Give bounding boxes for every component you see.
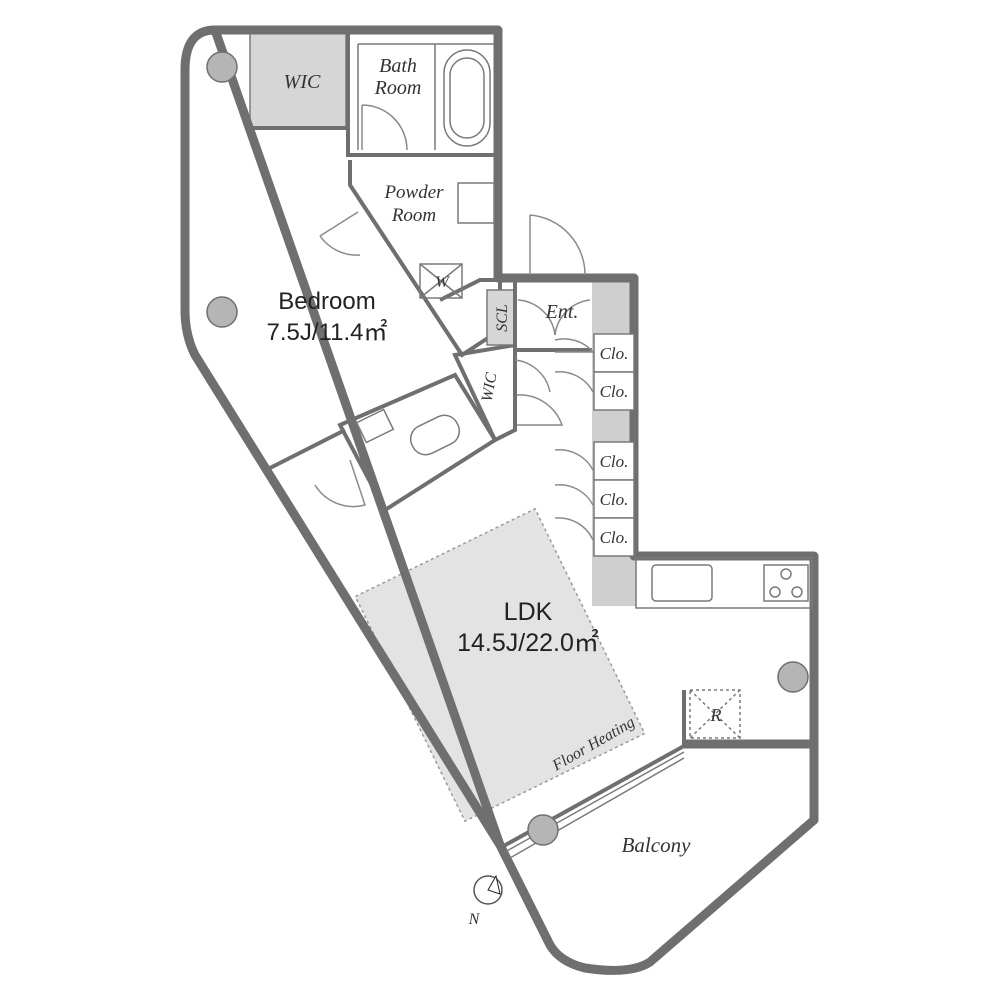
bathtub	[443, 49, 491, 147]
column-top	[206, 51, 238, 83]
clo-label-2: Clo.	[600, 382, 629, 401]
bathtub-inner	[449, 57, 485, 139]
bedroom-door	[319, 211, 361, 256]
utility-door	[314, 459, 366, 508]
fridge-box	[689, 689, 741, 739]
bedroom-ldk-wall	[269, 428, 346, 470]
clo-label-1: Clo.	[600, 344, 629, 363]
clo-label-5: Clo.	[600, 528, 629, 547]
burner-3	[791, 586, 803, 598]
clo-door-1	[554, 338, 595, 353]
bath-label-1: Bath	[379, 55, 417, 77]
clo-label-3: Clo.	[600, 452, 629, 471]
wic-top-shade	[249, 31, 347, 129]
clo-door-3	[554, 449, 594, 471]
wic-bath-wall	[346, 30, 500, 157]
w-label: W	[435, 274, 450, 291]
clo-box-2	[593, 371, 635, 411]
burner-2	[769, 586, 781, 598]
ldk-size: 14.5J/22.0㎡	[457, 629, 599, 657]
wic-mid-wall	[452, 342, 517, 443]
entry-door	[529, 214, 586, 276]
north-label: N	[468, 911, 481, 928]
ent-door-inner	[517, 299, 556, 336]
scl-label: SCL	[494, 304, 511, 332]
clo-door-2	[554, 371, 594, 393]
kitchen-sink	[651, 564, 713, 602]
balcony-wall	[499, 690, 686, 850]
clo-door-5	[554, 517, 594, 541]
clo-label-4: Clo.	[600, 490, 629, 509]
north-arrow-circle	[473, 875, 503, 905]
wic-top-label: WIC	[284, 71, 321, 93]
washer-cross	[419, 263, 463, 299]
burner-1	[780, 568, 792, 580]
ent-door-inner-2	[554, 299, 591, 336]
bedroom-name: Bedroom	[278, 288, 375, 315]
ent-label: Ent.	[545, 301, 579, 323]
bath-label-2: Room	[374, 77, 422, 99]
bath-door	[361, 104, 408, 151]
fridge-label: R	[710, 705, 722, 725]
column-kitchen	[777, 661, 809, 693]
powder-label-2: Room	[391, 205, 436, 226]
clo-box-3	[593, 441, 635, 481]
clo-box-5	[593, 517, 635, 557]
column-bedroom	[206, 296, 238, 328]
north-arrow: N	[468, 874, 503, 928]
stove	[763, 564, 809, 602]
outer-wall	[180, 25, 819, 975]
ldk-door	[516, 394, 564, 426]
clo-door-4	[554, 484, 594, 506]
bath-inner	[357, 43, 495, 150]
kitchen-counter	[635, 557, 813, 609]
balcony-label: Balcony	[622, 833, 691, 857]
north-arrow-needle-light	[487, 874, 501, 895]
clo-box-4	[593, 479, 635, 519]
column-balcony	[527, 814, 559, 846]
toilet-wall	[439, 278, 500, 302]
powder-label-1: Powder	[383, 182, 444, 203]
bedroom-size: 7.5J/11.4㎡	[267, 319, 388, 346]
wic-mid-label: WIC	[479, 371, 501, 403]
utility-box	[337, 372, 498, 513]
ldk-name: LDK	[504, 598, 553, 626]
wash-counter	[355, 408, 395, 444]
powder-sink	[457, 182, 495, 224]
toilet	[409, 414, 461, 456]
washer-box	[419, 263, 463, 299]
wic-door	[514, 359, 551, 393]
entry-wall	[513, 278, 592, 352]
